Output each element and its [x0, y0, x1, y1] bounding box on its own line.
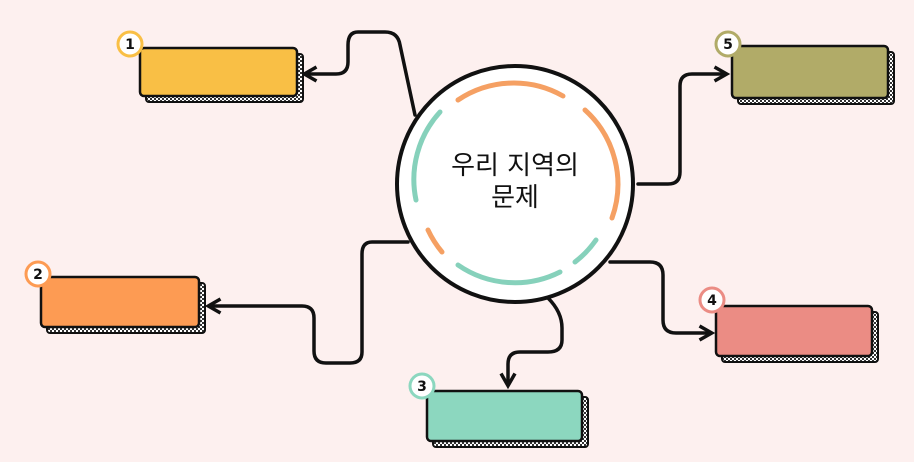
connector-5: [636, 65, 731, 186]
node-2-box: [39, 275, 201, 329]
node-2-number: 2: [33, 267, 43, 283]
ring-arc-teal-left: [411, 109, 443, 203]
node-4-number: 4: [707, 293, 717, 309]
ring-arc-orange-right: [582, 107, 621, 221]
node-4-box: [714, 304, 874, 358]
node-3-box: [425, 389, 584, 443]
node-2-badge: [24, 260, 52, 288]
center-circle: [395, 64, 635, 304]
ring-arc-teal-bottom: [455, 262, 563, 286]
node-5-box: [730, 44, 890, 100]
connector-4: [608, 260, 716, 342]
node-4-badge: [698, 286, 726, 314]
node-3-badge: [408, 372, 436, 400]
connector-2: [204, 240, 410, 365]
node-5-number: 5: [723, 37, 733, 53]
node-3-number: 3: [417, 379, 427, 395]
ring-arc-orange-lower: [425, 227, 445, 255]
connector-1: [300, 30, 417, 117]
node-5-badge: [714, 30, 742, 58]
connector-3: [499, 296, 564, 390]
ring-arc-orange-top: [455, 80, 566, 103]
center-title: 우리 지역의 문제: [400, 150, 630, 214]
node-1-number: 1: [125, 37, 135, 53]
center-title-line2: 문제: [491, 183, 539, 213]
node-1-box: [138, 46, 299, 98]
ring-arc-teal-right: [572, 237, 599, 265]
node-1-badge: [116, 30, 144, 58]
center-title-line1: 우리 지역의: [451, 151, 579, 181]
